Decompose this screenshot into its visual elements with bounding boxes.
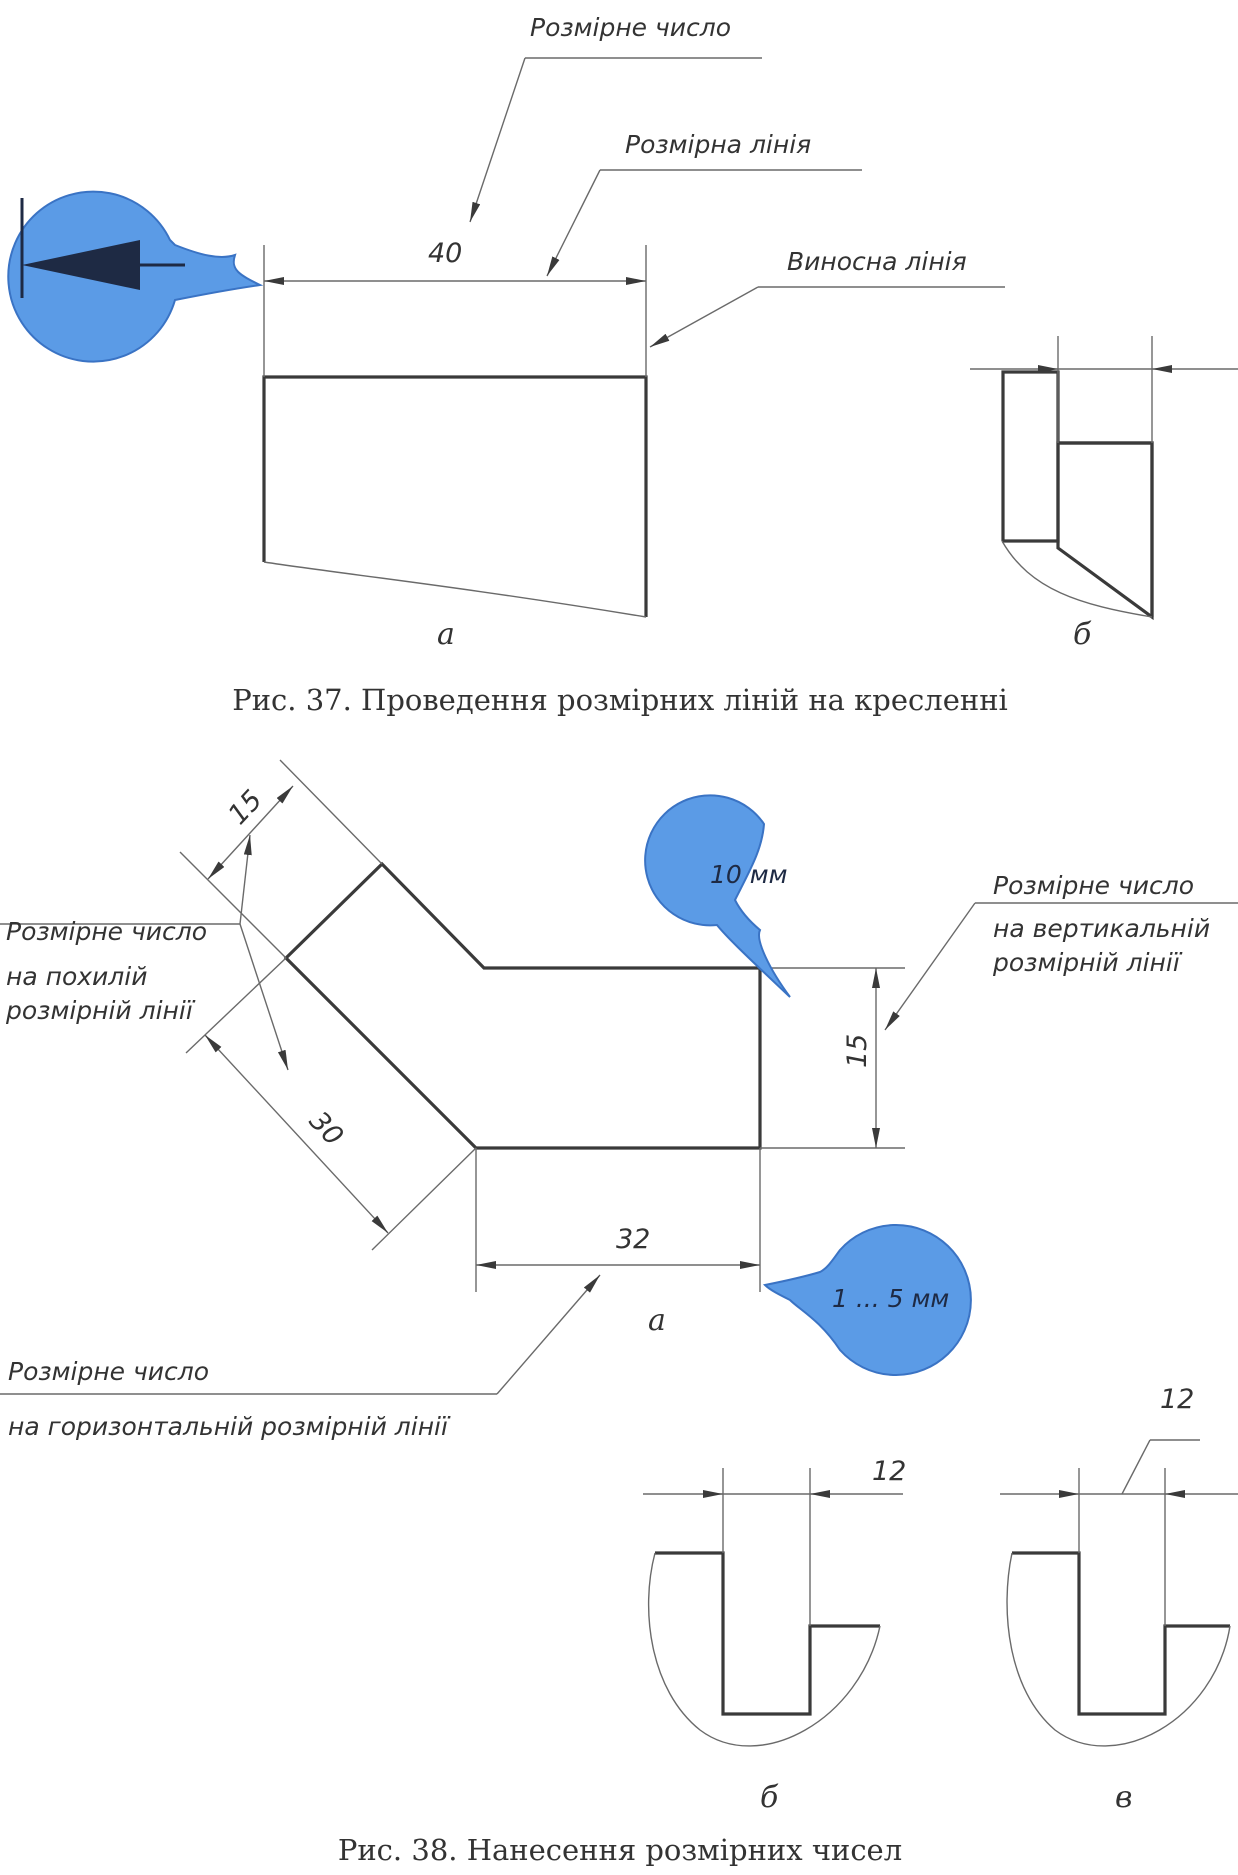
sublabel-a: а <box>437 617 455 652</box>
dim-value-12b: 12 <box>872 1456 906 1487</box>
sublabel-b-38: б <box>760 1780 779 1815</box>
dim-value-12v: 12 <box>1160 1384 1194 1415</box>
callout-dim-line: Розмірна лінія <box>625 130 811 159</box>
bubble-overhang: 1 ... 5 мм <box>762 1224 972 1376</box>
fig38-a: 15 30 15 32 10 мм 1 ... 5 мм Розмірне чи… <box>0 759 1238 1441</box>
bubble-offset-text: 10 мм <box>710 860 787 889</box>
fig37-a: 40 Розмірне число Розмірна лінія Виносна… <box>7 13 1005 652</box>
callout-inclined-3: розмірній лінії <box>5 996 196 1025</box>
leader-dim-number <box>469 57 526 223</box>
slot-outline-b <box>655 1551 880 1716</box>
callout-horizontal-2: на горизонтальній розмірній лінії <box>8 1412 451 1441</box>
leader-horizontal <box>496 1274 601 1395</box>
break-outline-v <box>1006 1552 1231 1747</box>
ext-line-30-left <box>185 957 287 1054</box>
callout-dim-number: Розмірне число <box>530 13 731 42</box>
leader-vertical <box>884 902 976 1031</box>
ext-line-30-right <box>371 1147 477 1251</box>
callout-vertical-3: розмірній лінії <box>992 948 1183 977</box>
dim-line-30-inclined <box>204 1034 389 1234</box>
bubble-offset: 10 мм <box>644 794 791 998</box>
slot-outline-v <box>1012 1551 1230 1716</box>
sublabel-v-38: в <box>1115 1780 1132 1815</box>
break-line-b <box>1001 540 1153 618</box>
sublabel-b: б <box>1073 617 1092 652</box>
callout-vertical-1: Розмірне число <box>993 871 1194 900</box>
part-outline <box>262 375 648 617</box>
callout-vertical-2: на вертикальній <box>993 914 1210 943</box>
leader-12v <box>1121 1439 1151 1495</box>
callout-inclined-2: на похилій <box>6 962 147 991</box>
part-outline-b <box>1002 441 1154 617</box>
callout-inclined-1: Розмірне число <box>6 917 207 946</box>
dim-value-15-vertical: 15 <box>842 1034 873 1068</box>
enlarged-arrow-icon <box>22 240 140 290</box>
fig38-b: 12 б <box>643 1456 906 1815</box>
fig37-b: б <box>970 336 1238 652</box>
leader-ext-line <box>649 286 759 348</box>
dim-value-15-inclined: 15 <box>222 785 268 831</box>
arrow-detail-bubble <box>7 190 264 363</box>
sublabel-a-38: а <box>648 1303 666 1338</box>
callout-horizontal-1: Розмірне число <box>8 1357 209 1386</box>
dim-value-40: 40 <box>428 238 462 269</box>
ext-line-15-top <box>279 759 383 865</box>
ext-line-15-bottom <box>179 851 287 959</box>
dim-value-32: 32 <box>616 1224 650 1255</box>
break-outline-b <box>647 1552 881 1747</box>
break-line <box>263 561 647 618</box>
leader-inclined-15 <box>239 834 252 925</box>
dim-value-30-inclined: 30 <box>303 1106 349 1152</box>
callout-ext-line: Виносна лінія <box>787 247 967 276</box>
leader-dim-line <box>546 169 601 277</box>
caption-fig37: Рис. 37. Проведення розмірних ліній на к… <box>232 683 1008 717</box>
dim-line-15-inclined <box>207 785 294 880</box>
fig38-v: 12 в <box>1000 1384 1238 1815</box>
caption-fig38: Рис. 38. Нанесення розмірних чисел <box>338 1833 902 1867</box>
bubble-overhang-text: 1 ... 5 мм <box>832 1284 949 1313</box>
leader-inclined-30 <box>239 923 289 1071</box>
